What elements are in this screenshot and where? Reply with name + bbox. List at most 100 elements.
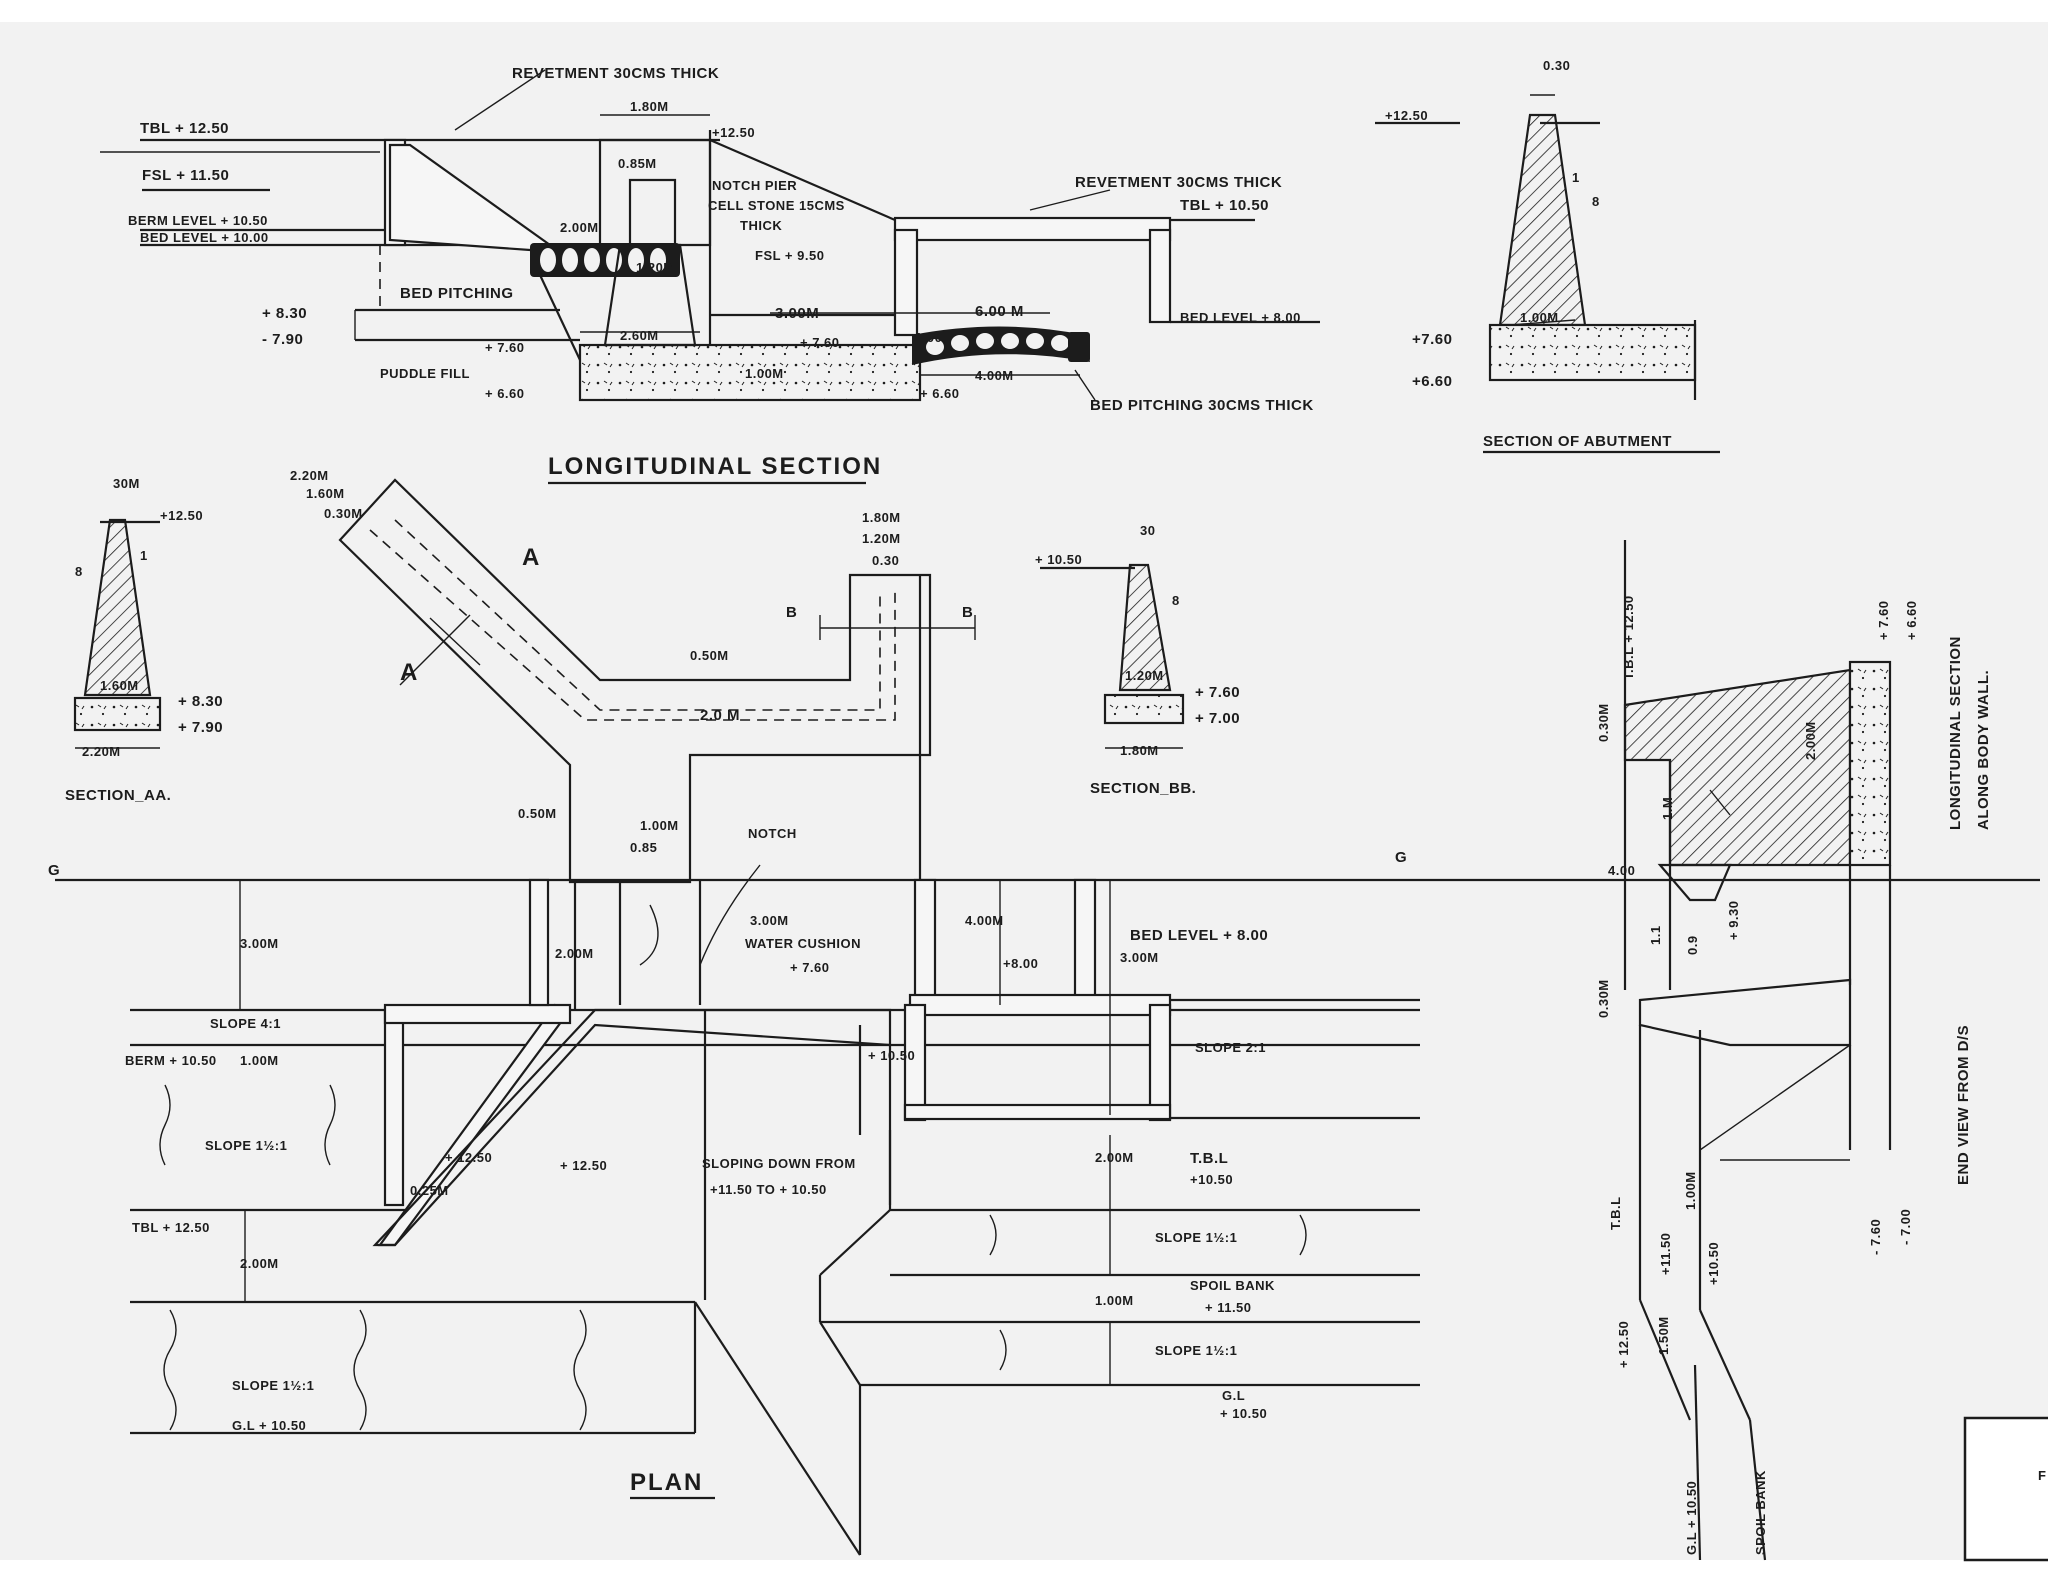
plan-dim-200b: 2.00M	[1095, 1150, 1134, 1165]
plan-dim-20: 2.0 M	[700, 707, 740, 724]
plan-dim-100b: 1.00M	[240, 1053, 279, 1068]
bodywall-dim-030b: 0.30M	[1596, 979, 1611, 1018]
plan-dim-400: 4.00M	[965, 913, 1004, 928]
plan-gl-right-level: + 10.50	[1220, 1406, 1267, 1421]
plan-tbl-left: TBL + 12.50	[132, 1220, 210, 1235]
level-1250-label: +12.50	[712, 125, 755, 140]
plan-slope-half-c: SLOPE 1½:1	[232, 1378, 314, 1393]
bb-dim-120: 1.20M	[1125, 668, 1164, 683]
plan-dim-100c: 1.00M	[1095, 1293, 1134, 1308]
bodywall-spoil-bank: SPOIL BANK	[1753, 1470, 1768, 1555]
plan-dim-050: 0.50M	[690, 648, 729, 663]
tbl-left-label: TBL + 12.50	[140, 120, 229, 137]
section-aa	[73, 518, 162, 749]
plan-dim-030b: 0.30	[872, 553, 899, 568]
bed-pitching-30-label: BED PITCHING 30CMS THICK	[1090, 397, 1314, 414]
plan-axis-left: G	[48, 862, 60, 879]
bodywall-dim-1: 1.M	[1660, 797, 1675, 820]
aa-dim-160: 1.60M	[100, 678, 139, 693]
plan-notch: NOTCH	[748, 826, 797, 841]
aa-dim-30: 30M	[113, 476, 140, 491]
aa-slope-1: 1	[140, 548, 148, 563]
abutment-dim-100: 1.00M	[1520, 310, 1559, 325]
plan-level-760: + 7.60	[790, 960, 830, 975]
plan-level-800: +8.00	[1003, 956, 1038, 971]
bodywall-level-1050: +10.50	[1706, 1242, 1721, 1285]
bed-pitching-label: BED PITCHING	[400, 285, 514, 302]
plan-dim-100: 1.00M	[640, 818, 679, 833]
level-660-label: + 6.60	[485, 386, 525, 401]
plan-title: PLAN	[630, 1469, 703, 1496]
bb-dim-180: 1.80M	[1120, 743, 1159, 758]
plan-dim-200c: 2.00M	[240, 1256, 279, 1271]
bb-level-1050: + 10.50	[1035, 552, 1082, 567]
plan-dim-300c: 3.00M	[1120, 950, 1159, 965]
abutment-dim-30: 0.30	[1543, 58, 1570, 73]
plan-slope-41: SLOPE 4:1	[210, 1016, 281, 1031]
dim-120-label: 1.20M	[636, 260, 675, 275]
fsl-right-label: FSL + 9.50	[755, 248, 824, 263]
plan-sloping-range: +11.50 TO + 10.50	[710, 1182, 827, 1197]
abutment-slope-8: 8	[1592, 194, 1600, 209]
aa-dim-220: 2.20M	[82, 744, 121, 759]
body-wall-section	[1623, 540, 1892, 1561]
plan-dim-120: 1.20M	[862, 531, 901, 546]
plan-slope-half-a: SLOPE 1½:1	[205, 1138, 287, 1153]
tbl-right-label: TBL + 10.50	[1180, 197, 1269, 214]
plan-gl-left: G.L + 10.50	[232, 1418, 306, 1433]
plan-spoil-bank: SPOIL BANK	[1190, 1278, 1275, 1293]
bb-dim-30: 30	[1140, 523, 1155, 538]
plan-slope-half-b: SLOPE 1½:1	[1155, 1343, 1237, 1358]
bodywall-dim-200: 2.00M	[1803, 721, 1818, 760]
notch-pier-label: NOTCH PIER	[712, 178, 797, 193]
abutment-title: SECTION OF ABUTMENT	[1483, 433, 1672, 450]
plan-bed-level: BED LEVEL + 8.00	[1130, 927, 1268, 944]
plan-dim-085: 0.85	[630, 840, 657, 855]
cell-stone-label: CELL STONE 15CMS	[708, 198, 845, 213]
bb-level-700: + 7.00	[1195, 710, 1240, 727]
plan-spoil-level: + 11.50	[1205, 1300, 1252, 1315]
dim-100b-label: 1.00	[915, 330, 942, 345]
plan-sloping-down: SLOPING DOWN FROM	[702, 1156, 856, 1171]
plan-dim-200: 2.00M	[555, 946, 594, 961]
plan-dim-180: 1.80M	[862, 510, 901, 525]
plan-label-a-left: A	[400, 659, 419, 686]
bodywall-dim-11: 1.1	[1648, 925, 1663, 945]
bodywall-tbl-level: T.B.L + 12.50	[1621, 595, 1636, 680]
bottom-border-strip	[0, 1560, 2048, 1582]
bodywall-gl: G.L + 10.50	[1684, 1481, 1699, 1555]
level-830-label: + 8.30	[262, 305, 307, 322]
bb-level-760: + 7.60	[1195, 684, 1240, 701]
bodywall-level-930: + 9.30	[1726, 900, 1741, 940]
puddle-fill-label: PUDDLE FILL	[380, 366, 470, 381]
plan-dim-300: 3.00M	[240, 936, 279, 951]
body-wall-title-2: ALONG BODY WALL.	[1975, 670, 1992, 830]
plan-slope-21: SLOPE 2:1	[1195, 1040, 1266, 1055]
bed-level-right-label: BED LEVEL + 8.00	[1180, 310, 1301, 325]
plan-label-b-right: B	[962, 604, 973, 621]
abutment-slope-1: 1	[1572, 170, 1580, 185]
plan-level-1250b: + 12.50	[445, 1150, 492, 1165]
longitudinal-section	[100, 69, 1320, 402]
plan-level-1050v: + 10.50	[868, 1048, 915, 1063]
plan-tbl: T.B.L	[1190, 1150, 1228, 1167]
dim-300-label: 3.00M	[775, 305, 819, 322]
dim-200-label: 2.00M	[560, 220, 599, 235]
bodywall-dim-030: 0.30M	[1596, 703, 1611, 742]
revetment-top-label: REVETMENT 30CMS THICK	[512, 65, 719, 82]
bodywall-dim-100: 1.00M	[1683, 1171, 1698, 1210]
bodywall-level-660: + 6.60	[1904, 600, 1919, 640]
dim-085-label: 0.85M	[618, 156, 657, 171]
level-760-label: + 7.60	[485, 340, 525, 355]
plan-water-cushion: WATER CUSHION	[745, 936, 861, 951]
end-view-title: END VIEW FROM D/S	[1955, 1025, 1972, 1185]
section-aa-title: SECTION_AA.	[65, 787, 171, 804]
plan-berm: BERM + 10.50	[125, 1053, 217, 1068]
title-block-glyph: F	[2038, 1468, 2046, 1483]
plan-dim-050b: 0.50M	[518, 806, 557, 821]
plan-axis-right: G	[1395, 849, 1407, 866]
dim-100-label: 1.00M	[745, 366, 784, 381]
bed-level-left-label: BED LEVEL + 10.00	[140, 230, 269, 245]
